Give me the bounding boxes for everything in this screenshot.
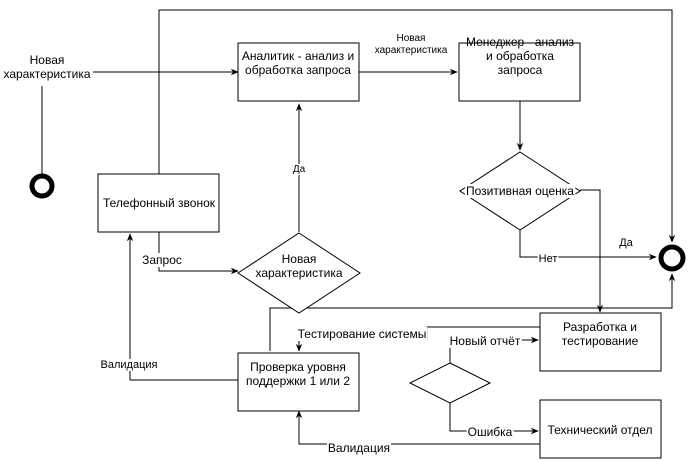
edge-label-yes-up-text: Да [293,164,306,175]
edge-label-error-text: Ошибка [468,425,513,439]
manager-label-line: Менеджер - анализ [466,35,575,49]
edge-label-validation-left-line: Валидация [101,359,158,371]
support-check-label-line: Проверка уровня [250,360,346,374]
tech-dept-label-text: Технический отдел [547,423,652,437]
edge-label-system-testing-line: Тестирование системы [298,327,427,341]
edge-label-validation-bottom: Валидация [326,441,392,455]
edge-label-new-report: Новый отчёт [448,334,522,348]
dev-testing-box [539,312,662,372]
edge-label-yes-right-line: Да [619,237,633,249]
edge-label-new-feature-line: характеристика [375,45,448,56]
new-feature-decision-label-line: характеристика [255,266,342,280]
edge-label-error: Ошибка [466,425,514,439]
tech-dept-label-line: Технический отдел [547,423,652,437]
positive-review-label-text: Позитивная оценка [466,184,574,198]
edge-label-system-testing: Тестирование системы [296,327,428,341]
edge-label-new-report-text: Новый отчёт [450,334,521,348]
edge-phone-to-end-top [158,9,676,243]
edge-tech-to-support [295,410,540,445]
new-feature-decision-label-line: Новая [282,252,317,266]
edge-label-system-testing-text: Тестирование системы [298,327,427,341]
positive-review-label: Позитивная оценка [465,184,576,198]
manager-box [458,42,581,102]
analyst-label-line: обработка запроса [245,63,351,77]
phone-call-label: Телефонный звонок [103,196,216,210]
end-node [658,244,686,272]
edge-label-validation-left: Валидация [99,359,159,371]
edge-label-request-text: Запрос [142,253,182,267]
analyst-box [237,42,360,102]
start-label-line: Новая [30,53,65,67]
edge-label-yes-up-line: Да [293,164,306,175]
edge-label-validation-left-text: Валидация [101,359,158,371]
analyst-label-line: Аналитик - анализ и [242,49,354,63]
phone-call-label-line: Телефонный звонок [103,196,216,210]
edge-label-no-line: Нет [539,253,558,265]
start-node [29,173,55,199]
edge-label-new-feature-line: Новая [397,33,426,44]
edge-label-yes-up: Да [291,164,307,175]
edge-support-to-phone [126,233,238,381]
phone-call-label-text: Телефонный звонок [103,196,216,210]
edge-label-request-line: Запрос [142,253,182,267]
support-check-label-line: поддержки 1 или 2 [246,374,350,388]
edge-label-validation-bottom-line: Валидация [328,441,390,455]
dev-testing-label-line: Разработка и [563,320,637,334]
edge-label-validation-bottom-text: Валидация [328,441,390,455]
phone-call-box [97,173,220,233]
edge-review-to-dev [580,189,604,313]
edge-label-new-report-line: Новый отчёт [450,334,521,348]
tech-dept-label: Технический отдел [547,423,652,437]
edge-label-no-text: Нет [539,253,558,265]
manager-label-line: и обработка [486,49,554,63]
edge-label-no: Нет [537,253,559,265]
new-feature-diamond [237,232,361,314]
positive-review-label-line: Позитивная оценка [466,184,574,198]
edge-review-no-to-end [519,229,657,261]
edge-support-to-end [269,273,676,351]
edge-label-request: Запрос [141,253,183,267]
edge-phone-to-decision [158,232,239,275]
small-decision-diamond [408,362,492,404]
support-check-box [237,352,360,412]
start-label-line: характеристика [3,67,90,81]
manager-label-line: запроса [498,63,543,77]
edge-label-error-line: Ошибка [468,425,513,439]
dev-testing-label-line: тестирование [562,334,639,348]
edge-label-yes-right-text: Да [619,237,633,249]
tech-dept-box [539,399,662,459]
nodes [29,42,686,459]
edge-label-yes-right: Да [619,237,633,249]
